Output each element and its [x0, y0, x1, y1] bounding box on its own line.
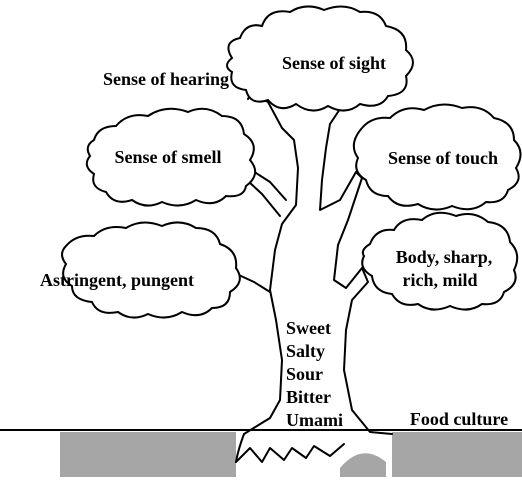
ground-band-right — [392, 432, 522, 477]
label-sense-of-sight: Sense of sight — [282, 53, 386, 73]
taste-sour: Sour — [286, 364, 323, 384]
ground-rock — [340, 453, 386, 477]
taste-umami: Umami — [286, 410, 343, 430]
label-food-culture: Food culture — [410, 409, 508, 429]
label-sense-of-touch: Sense of touch — [388, 148, 498, 168]
taste-sweet: Sweet — [286, 318, 331, 338]
taste-salty: Salty — [286, 341, 325, 361]
label-sense-of-smell: Sense of smell — [115, 147, 222, 167]
label-body-line-1: Body, sharp, — [396, 247, 493, 267]
label-astringent-pungent: Astringent, pungent — [40, 270, 194, 290]
label-sense-of-hearing: Sense of hearing — [103, 69, 229, 89]
taste-bitter: Bitter — [286, 387, 331, 407]
label-body-line-2: rich, mild — [403, 270, 478, 290]
basic-tastes-list: Sweet Salty Sour Bitter Umami — [286, 318, 343, 430]
ground-band-left — [60, 432, 236, 477]
